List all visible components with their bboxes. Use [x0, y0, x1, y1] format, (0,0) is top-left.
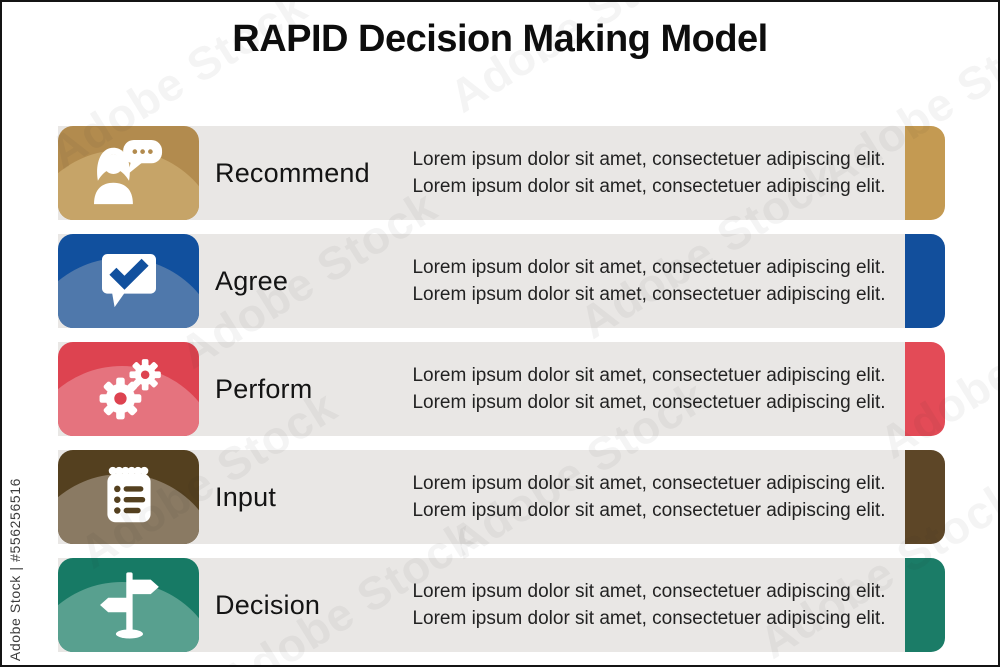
- row-description: Lorem ipsum dolor sit amet, consectetuer…: [399, 234, 905, 328]
- row-label: Agree: [215, 265, 289, 296]
- description-line: Lorem ipsum dolor sit amet, consectetuer…: [412, 284, 886, 305]
- description-line: Lorem ipsum dolor sit amet, consectetuer…: [412, 149, 886, 170]
- stock-id-label: Adobe Stock | #556256516: [7, 477, 23, 661]
- row-decision: Decision Lorem ipsum dolor sit amet, con…: [58, 558, 945, 652]
- row-agree: Agree Lorem ipsum dolor sit amet, consec…: [58, 234, 945, 328]
- row-perform: Perform Lorem ipsum dolor sit amet, cons…: [58, 342, 945, 436]
- row-description: Lorem ipsum dolor sit amet, consectetuer…: [399, 342, 905, 436]
- page-title: RAPID Decision Making Model: [232, 18, 768, 60]
- gears-icon: [99, 359, 161, 420]
- perform-icon-box: [58, 342, 199, 436]
- row-label: Recommend: [215, 157, 370, 188]
- row-recommend: Recommend Lorem ipsum dolor sit amet, co…: [58, 126, 945, 220]
- row-description: Lorem ipsum dolor sit amet, consectetuer…: [399, 558, 905, 652]
- row-input: Input Lorem ipsum dolor sit amet, consec…: [58, 450, 945, 544]
- description-line: Lorem ipsum dolor sit amet, consectetuer…: [412, 392, 886, 413]
- signpost-icon: [99, 572, 159, 639]
- rows-container: Recommend Lorem ipsum dolor sit amet, co…: [58, 126, 945, 652]
- person-chat-icon: [93, 139, 162, 205]
- recommend-icon-box: [58, 126, 199, 220]
- description-line: Lorem ipsum dolor sit amet, consectetuer…: [412, 500, 886, 521]
- row-label: Input: [215, 481, 277, 512]
- description-line: Lorem ipsum dolor sit amet, consectetuer…: [412, 581, 886, 602]
- description-line: Lorem ipsum dolor sit amet, consectetuer…: [412, 473, 886, 494]
- description-line: Lorem ipsum dolor sit amet, consectetuer…: [412, 365, 886, 386]
- decision-icon-box: [58, 558, 199, 652]
- row-description: Lorem ipsum dolor sit amet, consectetuer…: [399, 126, 905, 220]
- row-label: Decision: [215, 589, 321, 620]
- description-line: Lorem ipsum dolor sit amet, consectetuer…: [412, 176, 886, 197]
- description-line: Lorem ipsum dolor sit amet, consectetuer…: [412, 608, 886, 629]
- agree-icon-box: [58, 234, 199, 328]
- description-line: Lorem ipsum dolor sit amet, consectetuer…: [412, 257, 886, 278]
- notepad-list-icon: [106, 466, 151, 523]
- row-description: Lorem ipsum dolor sit amet, consectetuer…: [399, 450, 905, 544]
- row-label: Perform: [215, 373, 313, 404]
- input-icon-box: [58, 450, 199, 544]
- chat-check-icon: [101, 254, 156, 308]
